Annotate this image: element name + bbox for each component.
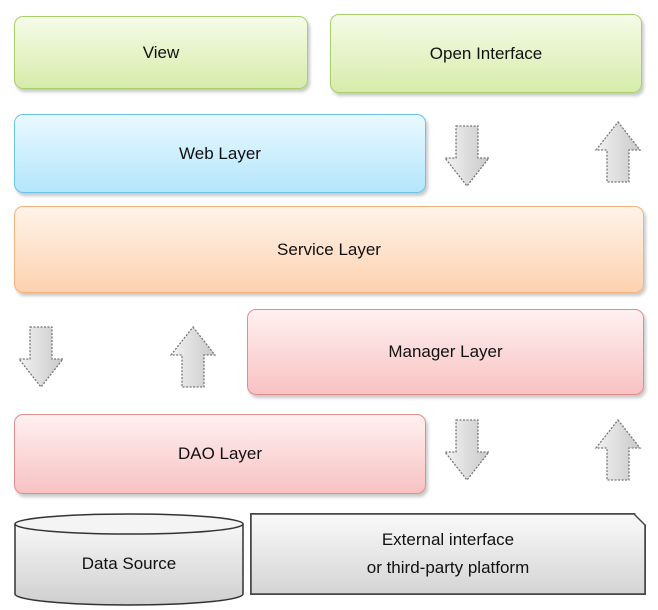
web-layer-box: Web Layer [14,114,426,193]
arrow-up-icon [169,325,217,389]
arrow-down-icon [443,124,491,188]
view-label: View [142,42,180,62]
arrow-up-icon [594,418,642,482]
open-interface-box: Open Interface [330,14,642,93]
dao-layer-box: DAO Layer [14,414,426,494]
external-interface-box: External interface or third-party platfo… [250,513,646,595]
database-cylinder-icon [14,513,244,606]
data-source-label: Data Source [81,554,177,573]
manager-layer-box: Manager Layer [247,309,644,395]
arrow-down-icon [17,325,65,389]
arrow-down-icon [443,418,491,482]
open-interface-label: Open Interface [429,43,543,63]
view-box: View [14,16,308,89]
arrow-up-icon [594,120,642,184]
web-layer-label: Web Layer [179,143,261,163]
service-layer-label: Service Layer [277,239,381,259]
external-interface-label-line1: External interface [381,530,515,549]
service-layer-box: Service Layer [14,206,644,293]
external-interface-label-line2: or third-party platform [366,558,530,577]
manager-layer-label: Manager Layer [388,342,503,361]
dao-layer-label: DAO Layer [177,444,263,463]
